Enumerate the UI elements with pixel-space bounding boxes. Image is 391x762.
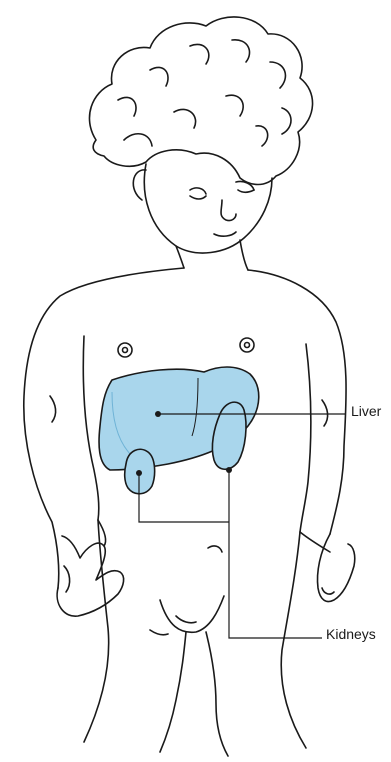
eye-right [236,181,254,190]
face [144,164,272,253]
liver-label: Liver [351,404,381,418]
navel [208,546,222,552]
kidney-right-pointer-dot [226,467,232,473]
nipple-right [240,338,254,352]
nipple-left [118,343,132,357]
left-inner-arm [83,336,98,520]
nose [221,200,236,221]
right-inner-arm [300,344,311,532]
right-shoulder-arm [248,270,346,534]
right-hip-leg [281,532,306,748]
eye-left [190,188,206,194]
crotch [160,596,224,632]
left-hand [57,536,124,616]
kidneys-label: Kidneys [326,627,376,641]
mouth [214,232,236,236]
liver-pointer-dot [155,411,161,417]
kidneys-leader-line [139,470,322,638]
hair [89,17,312,185]
kidney-left-pointer-dot [136,470,142,476]
